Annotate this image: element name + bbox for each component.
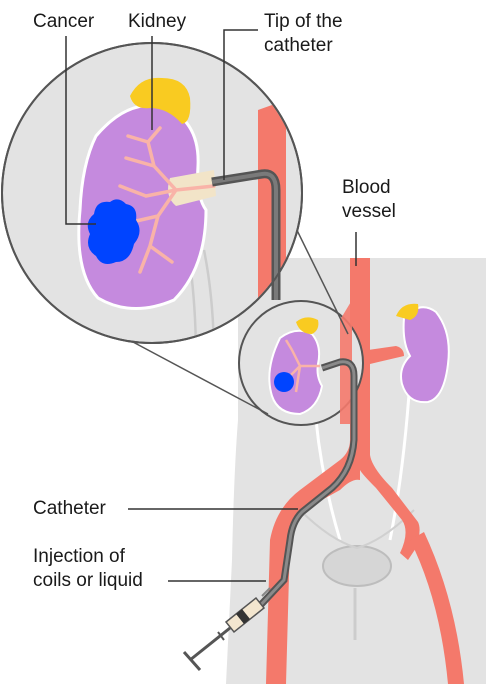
label-tip-line1: Tip of the [264, 11, 343, 32]
label-blood-line2: vessel [342, 201, 396, 222]
small-tumour [274, 372, 294, 392]
label-injection-line2: coils or liquid [33, 570, 143, 591]
right-kidney [401, 307, 449, 402]
bladder [323, 546, 391, 586]
label-kidney: Kidney [128, 11, 187, 32]
label-blood-line1: Blood [342, 177, 391, 198]
label-injection-line1: Injection of [33, 546, 126, 567]
label-cancer: Cancer [33, 11, 95, 32]
label-tip-line2: catheter [264, 35, 333, 56]
small-left-kidney [269, 331, 322, 414]
label-catheter: Catheter [33, 498, 107, 519]
